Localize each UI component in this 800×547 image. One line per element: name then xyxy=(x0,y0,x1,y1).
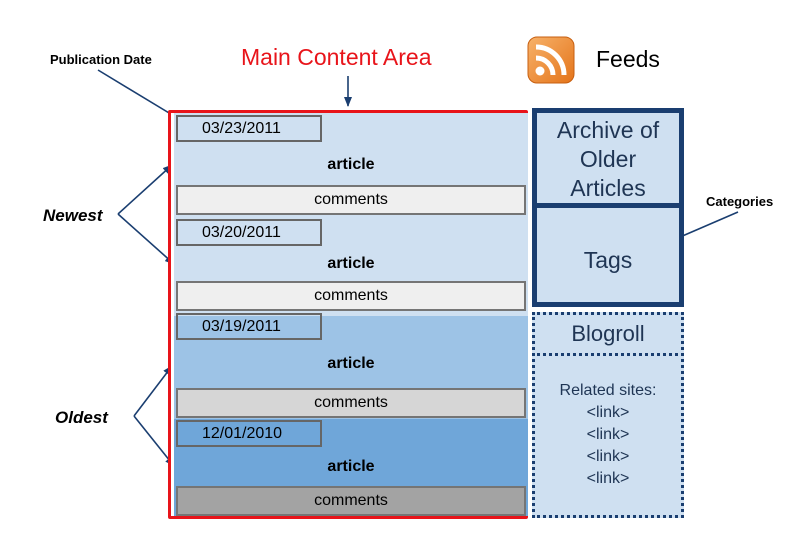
blogroll-link[interactable]: <link> xyxy=(586,426,630,443)
tags-box[interactable]: Tags xyxy=(532,203,684,307)
archive-line: Archive of xyxy=(556,117,660,143)
post-date: 12/01/2010 xyxy=(176,420,322,447)
archive-line: Articles xyxy=(570,175,646,201)
post-article[interactable]: article xyxy=(327,355,375,372)
categories-callout: Categories xyxy=(706,194,774,209)
blogroll-link[interactable]: <link> xyxy=(586,470,630,487)
feeds-label: Feeds xyxy=(596,46,660,72)
arrow-newest-lower xyxy=(117,213,175,265)
arrow-oldest-lower xyxy=(133,415,175,467)
related-sites-label: Related sites: xyxy=(559,382,657,399)
post-date: 03/23/2011 xyxy=(176,115,322,142)
post-comments[interactable]: comments xyxy=(176,388,526,418)
post-date: 03/19/2011 xyxy=(176,313,322,340)
oldest-callout: Oldest xyxy=(55,408,108,427)
blogroll-header: Blogroll xyxy=(532,312,684,356)
newest-callout: Newest xyxy=(43,206,103,225)
rss-feed-icon[interactable] xyxy=(527,36,575,84)
blogroll-link[interactable]: <link> xyxy=(586,404,630,421)
blogroll-label: Blogroll xyxy=(571,321,645,346)
post-comments[interactable]: comments xyxy=(176,281,526,311)
main-content-title: Main Content Area xyxy=(241,44,432,70)
post-comments[interactable]: comments xyxy=(176,185,526,215)
post-article[interactable]: article xyxy=(327,156,375,173)
post-date: 03/20/2011 xyxy=(176,219,322,246)
post-article[interactable]: article xyxy=(327,255,375,272)
tags-label: Tags xyxy=(583,247,633,273)
arrow-newest-upper xyxy=(117,164,173,215)
post-comments[interactable]: comments xyxy=(176,486,526,516)
main-content-area: 03/23/2011 article comments 03/20/2011 a… xyxy=(168,110,528,519)
archive-box[interactable]: Archive of Older Articles xyxy=(532,108,684,208)
archive-line: Older xyxy=(579,146,637,172)
blogroll-link[interactable]: <link> xyxy=(586,448,630,465)
blogroll-list: Related sites: <link> <link> <link> <lin… xyxy=(532,353,684,518)
publication-date-callout: Publication Date xyxy=(50,52,152,67)
arrow-oldest-upper xyxy=(133,365,173,417)
post-article[interactable]: article xyxy=(327,458,375,475)
